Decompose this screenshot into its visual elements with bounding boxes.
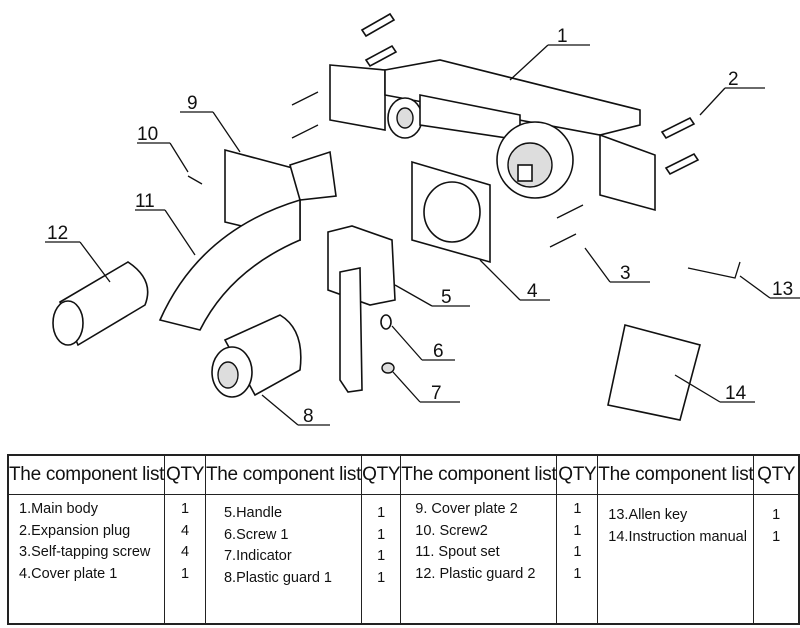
part-handle (327, 225, 396, 393)
callout-12: 12 (47, 223, 68, 244)
part-expansion-plugs (360, 12, 700, 176)
part-screw-2 (187, 175, 203, 185)
callout-9: 9 (187, 93, 198, 114)
part-plastic-guard-2 (52, 261, 149, 347)
part-plastic-guard-1 (211, 314, 302, 398)
part-screws (291, 91, 584, 248)
part-cover-plate-1 (411, 160, 491, 264)
header-component-list: The component list (204, 454, 363, 495)
component-name: 11. Spout set (415, 544, 500, 560)
group-2-qty: 1 1 1 1 (361, 494, 402, 625)
header-component-list: The component list (7, 454, 166, 495)
table-header-row: The component list QTY The component lis… (7, 454, 800, 495)
callout-5: 5 (441, 287, 452, 308)
component-name: 12. Plastic guard 2 (415, 565, 536, 582)
part-allen-key (687, 261, 741, 279)
component-qty: 1 (377, 505, 386, 521)
component-name: 9. Cover plate 2 (415, 501, 518, 517)
part-screw-1 (380, 314, 392, 330)
callout-7: 7 (431, 383, 442, 404)
exploded-parts-diagram: 1 2 3 4 5 6 7 8 9 10 11 12 13 14 (45, 12, 800, 427)
group-3-qty: 1 1 1 1 (556, 494, 599, 625)
group-1-qty: 1 4 4 1 (164, 494, 206, 625)
component-name: 6.Screw 1 (223, 526, 289, 543)
component-name: 14.Instruction manual (608, 528, 747, 545)
group-2-names: 5.Handle 6.Screw 1 7.Indicator 8.Plastic… (204, 494, 363, 625)
callout-2: 2 (728, 69, 739, 90)
callout-6: 6 (433, 341, 444, 362)
header-qty: QTY (361, 454, 402, 495)
callout-11: 11 (135, 191, 155, 212)
part-instruction-manual (607, 324, 701, 421)
callout-4: 4 (527, 281, 538, 302)
component-qty: 1 (181, 501, 190, 517)
component-qty: 1 (573, 501, 582, 517)
group-4-names: 13.Allen key 14.Instruction manual (597, 494, 755, 625)
component-name: 10. Screw2 (415, 522, 488, 539)
header-qty: QTY (556, 454, 599, 495)
component-name: 2.Expansion plug (19, 522, 131, 539)
component-list-table: The component list QTY The component lis… (7, 454, 800, 625)
part-spout (158, 198, 301, 331)
header-component-list: The component list (597, 454, 755, 495)
table-body-row: 1.Main body 2.Expansion plug 3.Self-tapp… (7, 494, 800, 625)
component-qty: 1 (573, 522, 582, 539)
component-qty: 1 (377, 569, 386, 586)
callout-1: 1 (557, 26, 568, 47)
group-3-names: 9. Cover plate 2 10. Screw2 11. Spout se… (400, 494, 558, 625)
part-indicator (381, 362, 395, 374)
leader-lines (45, 44, 800, 426)
component-name: 13.Allen key (608, 507, 688, 523)
component-name: 3.Self-tapping screw (19, 544, 151, 560)
component-qty: 1 (772, 507, 781, 523)
component-name: 4.Cover plate 1 (19, 565, 118, 582)
callout-10: 10 (137, 124, 158, 145)
component-qty: 1 (377, 526, 386, 543)
component-name: 8.Plastic guard 1 (223, 569, 332, 586)
component-name: 5.Handle (223, 505, 283, 521)
group-1-names: 1.Main body 2.Expansion plug 3.Self-tapp… (7, 494, 166, 625)
group-4-qty: 1 1 (753, 494, 800, 625)
part-main-body (329, 59, 656, 212)
component-name: 7.Indicator (223, 548, 292, 564)
component-qty: 1 (181, 565, 190, 582)
component-qty: 1 (377, 548, 386, 564)
component-qty: 1 (573, 544, 582, 560)
component-qty: 1 (772, 528, 781, 545)
component-qty: 1 (573, 565, 582, 582)
callout-13: 13 (772, 279, 793, 300)
component-qty: 4 (181, 522, 190, 539)
component-qty: 4 (181, 544, 190, 560)
header-component-list: The component list (400, 454, 558, 495)
header-qty: QTY (753, 454, 800, 495)
component-name: 1.Main body (19, 501, 98, 517)
callout-8: 8 (303, 406, 314, 427)
header-qty: QTY (164, 454, 206, 495)
callout-3: 3 (620, 263, 631, 284)
callout-14: 14 (725, 383, 747, 404)
